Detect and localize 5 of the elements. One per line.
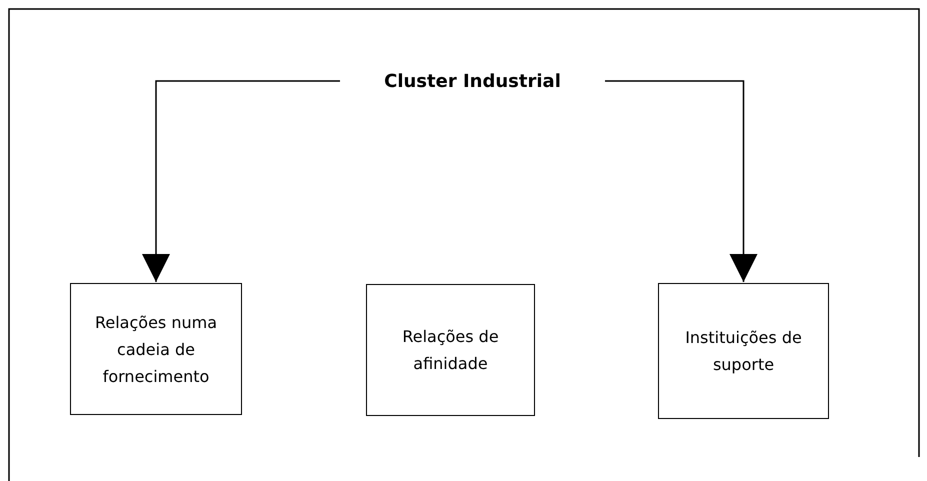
process-box: Relações de afinidade <box>366 284 535 416</box>
process-box: Instituições de suporte <box>658 283 829 419</box>
arrow <box>605 80 758 282</box>
process-box: Relações numa cadeia de fornecimento <box>70 283 242 415</box>
arrow <box>142 80 340 282</box>
